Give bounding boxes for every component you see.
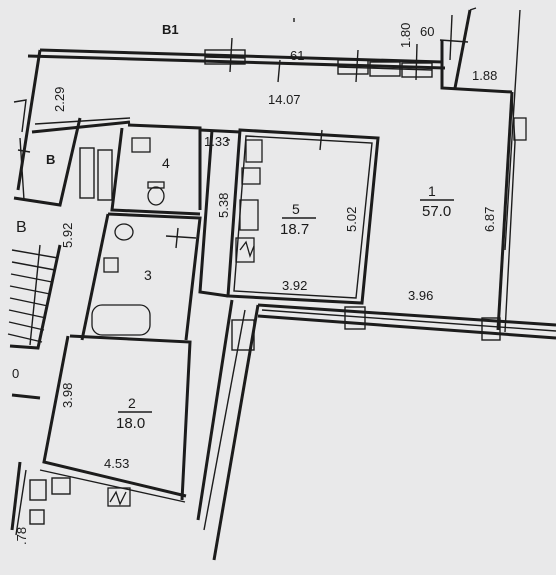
dim-1-78: .78 [14,527,29,545]
room-5-label: 5 18.7 [280,201,316,238]
room-3-number: 3 [144,267,152,283]
dim-3-96: 3.96 [408,288,433,303]
dim-1-88: 1.88 [472,68,497,83]
dim-1-33: 1.33 [204,134,229,149]
dim-6-87: 6.87 [482,207,497,232]
dim-5-38: 5.38 [216,193,231,218]
room-2-label: 2 18.0 [116,395,152,432]
bottom-windows [231,306,556,351]
staircase [7,244,59,346]
dim-3-92: 3.92 [282,278,307,293]
block-label-b1: B1 [162,22,179,37]
stair-label-b-small: B [46,152,55,167]
dim-3-98: 3.98 [60,383,75,408]
dim-2-29: 2.29 [52,87,67,112]
room-2-number: 2 [128,395,136,411]
dim-5-92: 5.92 [60,223,75,248]
dim-4-53: 4.53 [104,456,129,471]
label-zero: 0 [12,366,19,381]
fixtures [17,18,527,507]
dim-60: 60 [420,24,434,39]
left-shafts [13,99,113,201]
room-5-area: 18.7 [280,221,309,238]
room-2-area: 18.0 [116,415,145,432]
dim-1-80: 1.80 [398,23,413,48]
dim-5-02: 5.02 [344,207,359,232]
room-1-label: 1 57.0 [420,183,454,220]
dim-14-07: 14.07 [268,92,301,107]
room-5-number: 5 [292,201,300,217]
room-1-area: 57.0 [422,203,451,220]
top-windows [204,14,469,83]
lower-left-details [29,477,71,525]
room-4-number: 4 [162,155,170,171]
stair-label-b: B [16,219,27,236]
room-1-number: 1 [428,183,436,199]
walls [9,7,556,561]
dim-61: 61 [290,48,304,63]
